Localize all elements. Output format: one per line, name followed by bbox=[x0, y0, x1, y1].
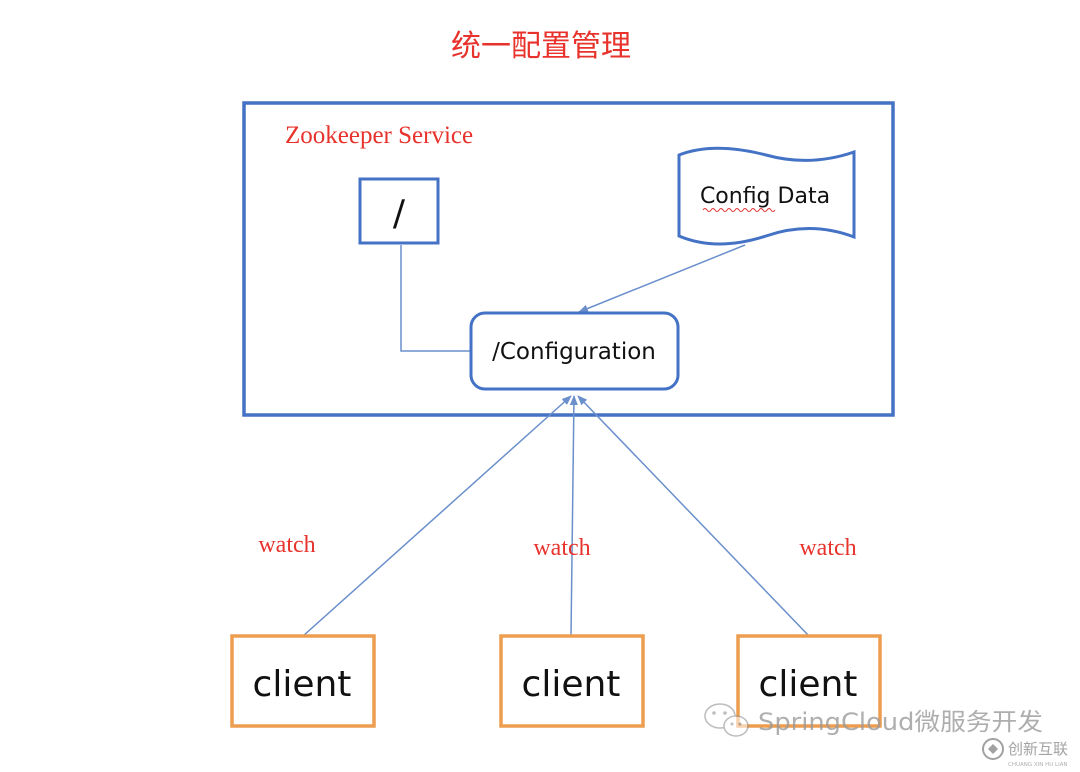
data-to-config-arrow bbox=[578, 244, 746, 313]
brand-logo-icon bbox=[982, 738, 1004, 760]
client-label-1: client bbox=[253, 664, 352, 705]
client-label-3: client bbox=[759, 664, 858, 705]
diagram-title: 统一配置管理 bbox=[451, 30, 631, 63]
brand-name: 创新互联 bbox=[1008, 740, 1068, 758]
configuration-node bbox=[469, 311, 680, 391]
root-to-config-edge bbox=[400, 245, 472, 352]
brand-subtitle: CHUANG XIN HU LIAN bbox=[1008, 762, 1068, 768]
wechat-icon bbox=[704, 703, 749, 737]
spellcheck-underline bbox=[702, 208, 776, 212]
watch-label-2: watch bbox=[533, 535, 590, 561]
configuration-node-label: /Configuration bbox=[492, 339, 656, 365]
root-node bbox=[358, 177, 440, 245]
client-box-1 bbox=[230, 634, 376, 728]
client-box-2 bbox=[499, 634, 645, 728]
zookeeper-service-label: Zookeeper Service bbox=[285, 122, 473, 149]
client-box-3 bbox=[736, 634, 882, 728]
watermark-text: SpringCloud微服务开发 bbox=[758, 708, 1043, 736]
config-data-store bbox=[677, 146, 856, 246]
watch-label-3: watch bbox=[799, 535, 856, 561]
watch-edge-3 bbox=[577, 395, 810, 637]
watch-edge-2 bbox=[569, 395, 578, 637]
client-label-2: client bbox=[522, 664, 621, 705]
config-data-label: Config Data bbox=[700, 184, 830, 209]
root-node-label: / bbox=[393, 193, 406, 234]
watch-edge-1 bbox=[302, 395, 572, 637]
zookeeper-service-box bbox=[242, 101, 895, 417]
watch-label-1: watch bbox=[258, 532, 315, 558]
